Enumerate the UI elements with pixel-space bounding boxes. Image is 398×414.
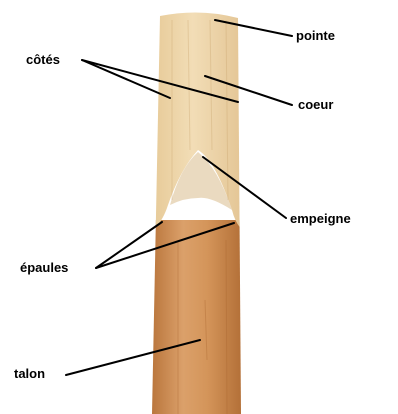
reed-vamp-section [150,10,245,232]
label-epaules: épaules [20,260,68,275]
leader-cotes-1 [82,60,170,98]
label-cotes: côtés [26,52,60,67]
label-talon: talon [14,366,45,381]
leader-epaules-1 [96,222,162,268]
label-empeigne: empeigne [290,211,351,226]
label-coeur: coeur [298,97,333,112]
label-pointe: pointe [296,28,335,43]
reed-image [150,10,245,414]
reed-talon-section [150,220,245,414]
